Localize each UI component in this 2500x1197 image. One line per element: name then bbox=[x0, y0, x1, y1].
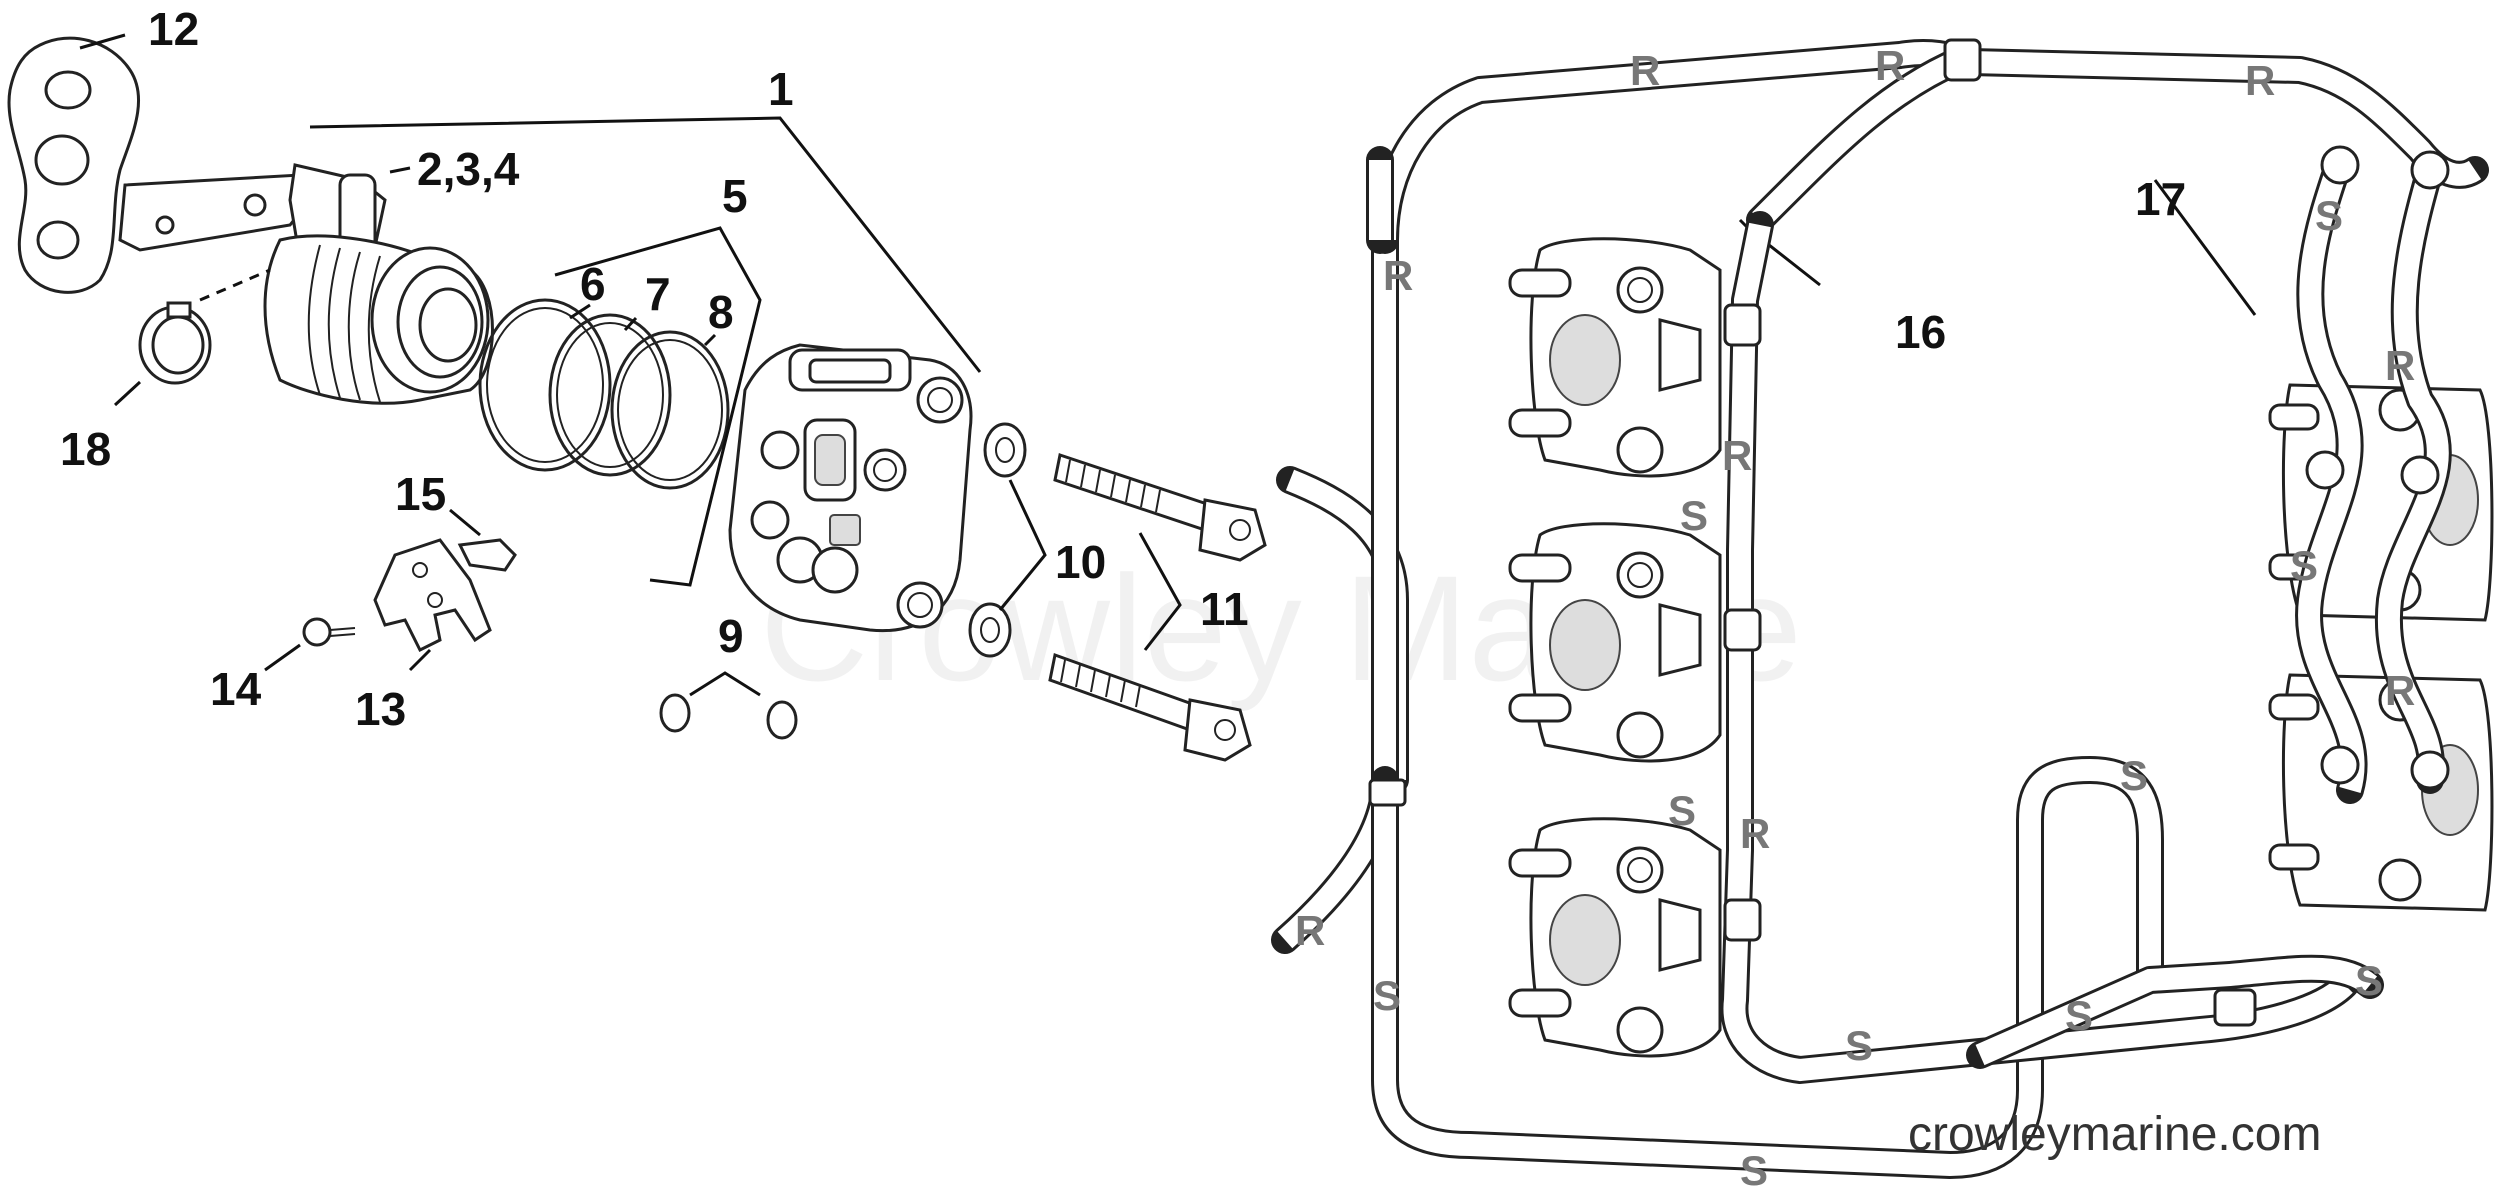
hose-tag-r: R bbox=[2385, 667, 2415, 714]
leader-part-17 bbox=[2153, 179, 2257, 316]
hose-tag-r: R bbox=[1383, 252, 1413, 299]
bolt-part-11-lower bbox=[1048, 653, 1252, 762]
washer-part-10-lower bbox=[968, 602, 1012, 658]
hose-tag-s: S bbox=[2120, 752, 2148, 799]
bolt-part-11-upper bbox=[1053, 453, 1267, 562]
callout-2-3-4: 2,3,4 bbox=[417, 143, 520, 195]
callout-10: 10 bbox=[1055, 536, 1106, 588]
hose-tag-s: S bbox=[2065, 992, 2093, 1039]
callout-8: 8 bbox=[708, 286, 734, 338]
hose-tag-s: S bbox=[1845, 1022, 1873, 1069]
hose-tag-r: R bbox=[1722, 432, 1752, 479]
hose-tag-r: R bbox=[1295, 907, 1325, 954]
leader-part-14 bbox=[264, 643, 301, 672]
clip-part-15 bbox=[457, 538, 517, 572]
hose-tag-s: S bbox=[2355, 957, 2383, 1004]
o-ring-part-7 bbox=[548, 313, 672, 477]
left-injector-housing-lower bbox=[1508, 817, 1722, 1058]
hose-tag-r: R bbox=[2385, 342, 2415, 389]
bracket-plate-part-13 bbox=[373, 538, 492, 653]
callout-16: 16 bbox=[1895, 306, 1946, 358]
leader-part-6 bbox=[569, 303, 591, 320]
hose-tag-r: R bbox=[1630, 47, 1660, 94]
leader-part-10 bbox=[998, 479, 1047, 611]
leader-part-7 bbox=[623, 316, 638, 332]
o-ring-part-8 bbox=[610, 330, 730, 490]
o-ring-part-6 bbox=[478, 298, 612, 472]
screw-part-14 bbox=[302, 617, 356, 647]
hose-tag-s: S bbox=[1740, 1147, 1768, 1194]
callout-15: 15 bbox=[395, 468, 446, 520]
site-url-text: crowleymarine.com bbox=[1908, 1108, 2321, 1161]
leader-part-12 bbox=[79, 33, 126, 50]
leader-part-11 bbox=[1138, 532, 1182, 651]
left-bank-injector-housings bbox=[1508, 237, 1722, 1058]
gasket-plate-part-12 bbox=[7, 36, 140, 294]
small-o-ring-part-9-right bbox=[766, 700, 798, 740]
callout-5: 5 bbox=[722, 170, 748, 222]
left-injector-housing-middle bbox=[1508, 522, 1722, 763]
hose-tag-r: R bbox=[1875, 42, 1905, 89]
callout-17: 17 bbox=[2135, 173, 2186, 225]
leader-part-2-3-4 bbox=[389, 166, 411, 174]
callout-1: 1 bbox=[768, 63, 794, 115]
hose-tag-s: S bbox=[2290, 542, 2318, 589]
callout-11: 11 bbox=[1200, 583, 1249, 635]
leader-part-15 bbox=[449, 508, 481, 537]
callout-18: 18 bbox=[60, 423, 111, 475]
leader-part-13 bbox=[408, 648, 432, 672]
hose-tag-s: S bbox=[1668, 787, 1696, 834]
coil-bracket-assembly-part-2-3-4 bbox=[118, 163, 494, 405]
leader-part-18 bbox=[113, 380, 142, 407]
injector-housing-part-1 bbox=[728, 343, 973, 633]
hose-fittings bbox=[1368, 38, 2450, 1027]
callout-7: 7 bbox=[645, 268, 671, 320]
leader-part-8 bbox=[703, 333, 717, 347]
hose-tag-s: S bbox=[1680, 492, 1708, 539]
callout-6: 6 bbox=[580, 258, 606, 310]
leader-part-9 bbox=[689, 671, 761, 697]
hose-tag-r: R bbox=[2245, 57, 2275, 104]
callout-12: 12 bbox=[148, 3, 199, 55]
callout-13: 13 bbox=[355, 683, 406, 735]
hose-tag-r: R bbox=[1740, 810, 1770, 857]
leader-part-5 bbox=[554, 226, 762, 587]
hose-clamp-part-18 bbox=[138, 301, 212, 385]
hose-tag-s: S bbox=[2315, 192, 2343, 239]
callout-14: 14 bbox=[210, 663, 262, 715]
left-injector-housing-upper bbox=[1508, 237, 1722, 478]
leader-part-1 bbox=[309, 116, 982, 373]
hose-tags: R R R R R R R R R S S S S S S S S S S bbox=[1295, 42, 2415, 1194]
right-injector-housing-lower bbox=[2268, 673, 2494, 912]
washer-part-10-upper bbox=[983, 422, 1027, 478]
callout-9: 9 bbox=[718, 610, 744, 662]
hose-tag-s: S bbox=[1373, 972, 1401, 1019]
small-o-ring-part-9-left bbox=[659, 693, 691, 733]
